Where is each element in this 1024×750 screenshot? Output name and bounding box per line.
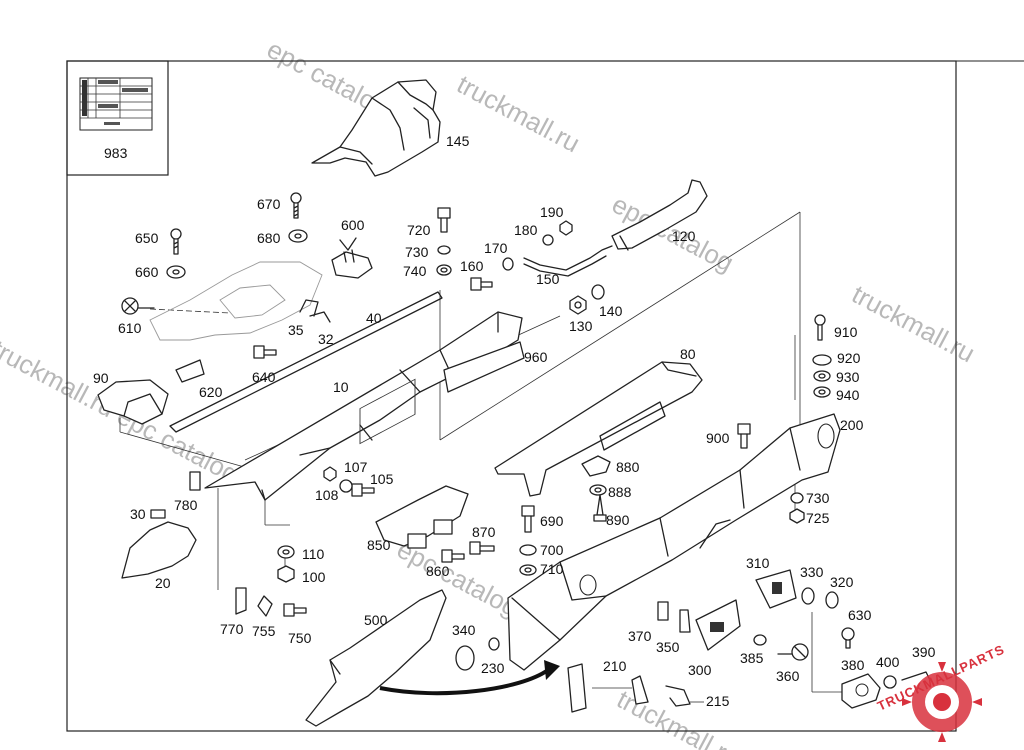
callout-label: 600 (341, 217, 365, 233)
callout-label: 850 (367, 537, 391, 553)
callout-label: 30 (130, 506, 146, 522)
callout-label: 360 (776, 668, 800, 684)
part-80-bar (494, 361, 703, 497)
part-120-hose (611, 179, 708, 251)
part-500-cover (305, 589, 447, 727)
part-200-carrier (507, 413, 841, 671)
callout-labels: 145 670 680 600 720 730 740 190 180 170 … (93, 133, 936, 709)
part-380-housing (841, 671, 931, 709)
callout-label: 640 (252, 369, 276, 385)
callout-label: 230 (481, 660, 505, 676)
callout-label: 330 (800, 564, 824, 580)
watermark-text: truckmall.ru (452, 69, 585, 159)
callout-label: 80 (680, 346, 696, 362)
part-150-hose (523, 245, 613, 277)
callout-label: 107 (344, 459, 368, 475)
callout-label: 725 (806, 510, 830, 526)
callout-label: 740 (403, 263, 427, 279)
part-40-strip (169, 291, 443, 433)
part-210-sleeve (567, 663, 649, 713)
callout-label: 400 (876, 654, 900, 670)
callout-label: 160 (460, 258, 484, 274)
callout-label: 320 (830, 574, 854, 590)
part-300-bracket (695, 599, 741, 651)
callout-label: 630 (848, 607, 872, 623)
callout-label: 35 (288, 322, 304, 338)
callout-label: 610 (118, 320, 142, 336)
callout-label: 730 (405, 244, 429, 260)
callout-label: 385 (740, 650, 764, 666)
callout-label: 730 (806, 490, 830, 506)
callout-label: 920 (837, 350, 861, 366)
callout-label: 100 (302, 569, 326, 585)
callout-label: 870 (472, 524, 496, 540)
callout-label: 940 (836, 387, 860, 403)
callout-label: 340 (452, 622, 476, 638)
callout-label: 310 (746, 555, 770, 571)
callout-label: 380 (841, 657, 865, 673)
callout-label: 150 (536, 271, 560, 287)
callout-label: 145 (446, 133, 470, 149)
callout-label: 500 (364, 612, 388, 628)
part-960-plate (443, 341, 525, 393)
part-145-housing (311, 79, 441, 177)
callout-label: 10 (333, 379, 349, 395)
part-215-clip (665, 685, 691, 707)
callout-label: 370 (628, 628, 652, 644)
callout-label: 32 (318, 331, 334, 347)
callout-label: 350 (656, 639, 680, 655)
callout-label: 190 (540, 204, 564, 220)
callout-label: 170 (484, 240, 508, 256)
callout-label: 690 (540, 513, 564, 529)
callout-label: 780 (174, 497, 198, 513)
callout-label: 105 (370, 471, 394, 487)
callout-label: 620 (199, 384, 223, 400)
callout-label: 880 (616, 459, 640, 475)
callout-label: 888 (608, 484, 632, 500)
callout-label: 720 (407, 222, 431, 238)
callout-label: 900 (706, 430, 730, 446)
part-20-cover (121, 521, 197, 579)
callout-label: 890 (606, 512, 630, 528)
reference-box-label: 983 (104, 145, 128, 161)
reference-box: 983 (66, 60, 169, 176)
callout-label: 180 (514, 222, 538, 238)
callout-label: 930 (836, 369, 860, 385)
callout-label: 40 (366, 310, 382, 326)
callout-label: 200 (840, 417, 864, 433)
callout-label: 750 (288, 630, 312, 646)
part-850-bracket (375, 485, 469, 549)
callout-label: 300 (688, 662, 712, 678)
callout-label: 710 (540, 561, 564, 577)
callout-label: 960 (524, 349, 548, 365)
callout-label: 390 (912, 644, 936, 660)
callout-label: 755 (252, 623, 276, 639)
direction-arrow (379, 668, 550, 696)
callout-label: 110 (302, 546, 325, 562)
callout-label: 660 (135, 264, 159, 280)
callout-label: 210 (603, 658, 627, 674)
part-600-clip (331, 237, 373, 279)
part-90-cap (97, 379, 169, 425)
callout-label: 650 (135, 230, 159, 246)
callout-label: 90 (93, 370, 109, 386)
watermark-text: truckmall.ru (847, 279, 980, 369)
callout-label: 120 (672, 228, 696, 244)
callout-label: 215 (706, 693, 730, 709)
callout-label: 770 (220, 621, 244, 637)
callout-label: 20 (155, 575, 171, 591)
part-310-plate (755, 569, 797, 609)
callout-label: 670 (257, 196, 281, 212)
callout-label: 680 (257, 230, 281, 246)
diagram-frame (66, 60, 957, 732)
callout-label: 910 (834, 324, 858, 340)
callout-label: 700 (540, 542, 564, 558)
callout-label: 860 (426, 563, 450, 579)
callout-label: 140 (599, 303, 623, 319)
dashed-console-outline (149, 261, 323, 341)
fastener-group (121, 192, 855, 671)
callout-label: 108 (315, 487, 339, 503)
callout-label: 130 (569, 318, 593, 334)
